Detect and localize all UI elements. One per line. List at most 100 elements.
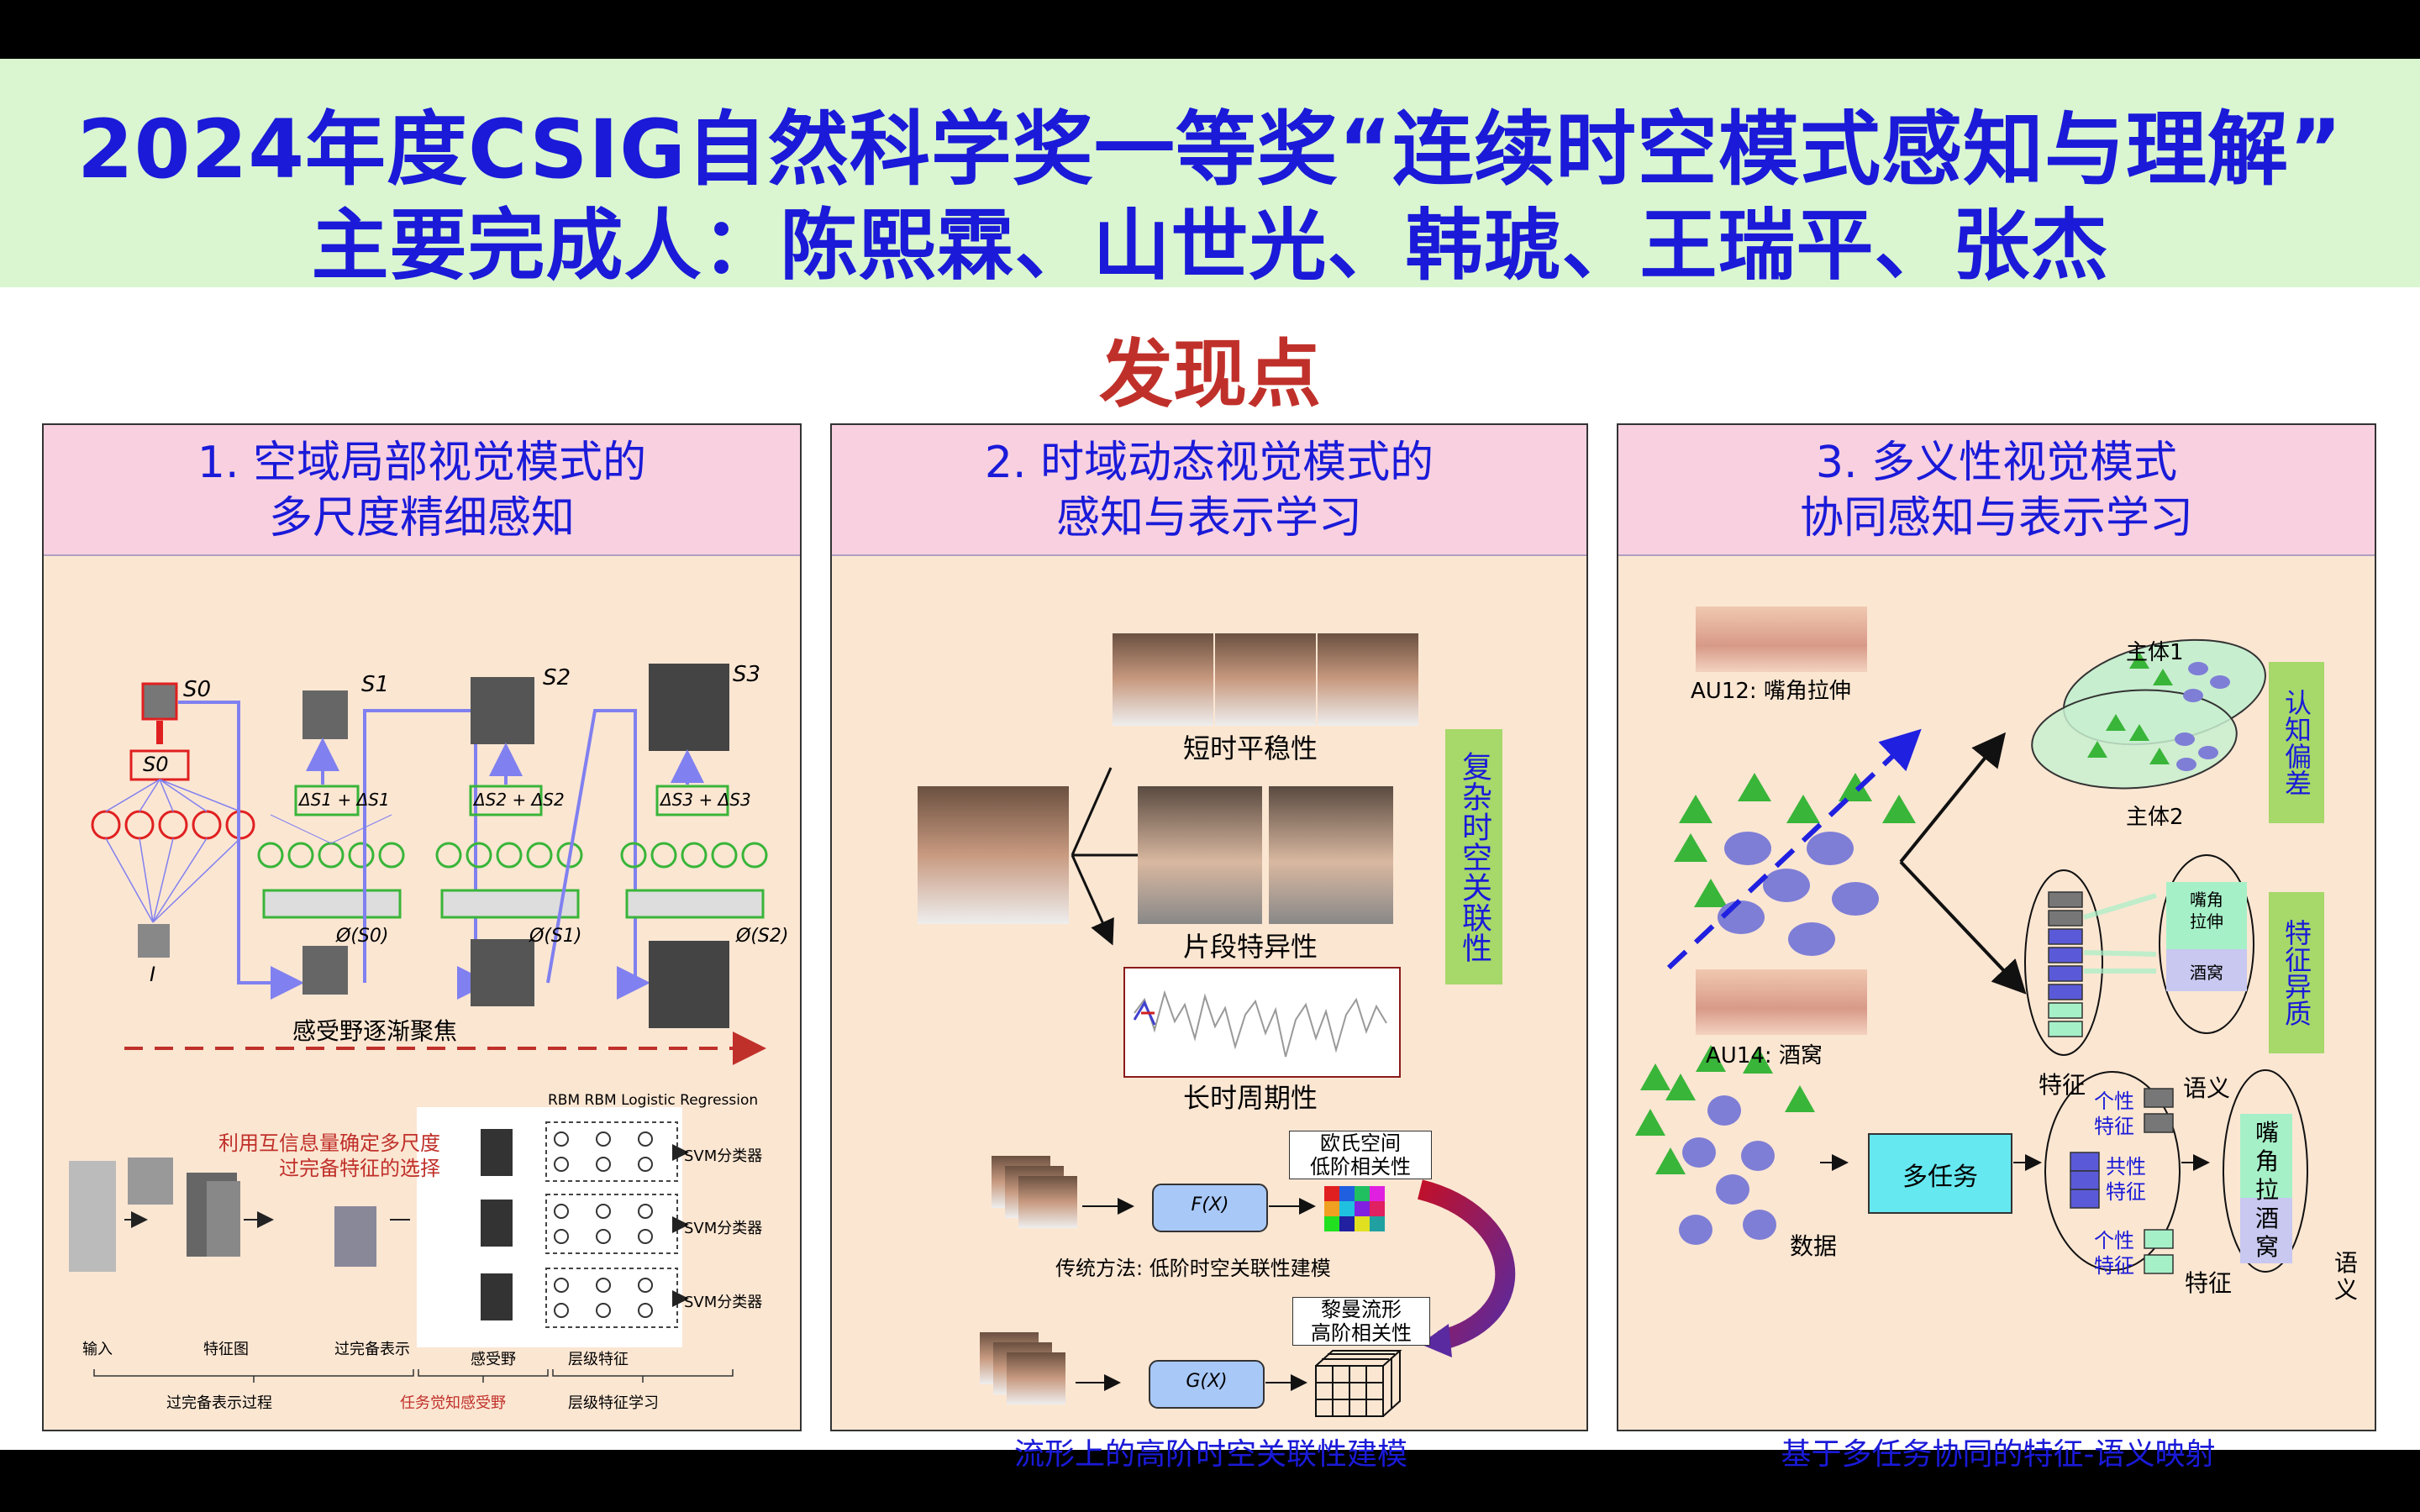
feat-mouth-label: 嘴角 拉伸: [2166, 889, 2247, 932]
overcomplete-rep: [334, 1206, 376, 1267]
award-title: 2024年度CSIG自然科学奖一等奖“连续时空模式感知与理解”: [76, 102, 2344, 197]
au12-image: [1696, 606, 1867, 672]
short-frame-1: [1113, 633, 1213, 726]
input-i-label: I: [150, 963, 156, 986]
ellipses-top: [1718, 832, 1879, 956]
cascade-diagram: [69, 664, 768, 1383]
feature-label: 特征: [2039, 1071, 2086, 1099]
indiv-top-line1: 个性: [2094, 1089, 2134, 1113]
panel-1-title-line2: 多尺度精细感知: [268, 493, 575, 543]
face-s2-in: [471, 939, 534, 1006]
contributors-line: 主要完成人：陈熙霖、山世光、韩琥、王瑞平、张杰: [311, 201, 2109, 291]
svm-3: SVM分类器: [684, 1294, 763, 1311]
riem-line1: 黎曼流形: [1321, 1298, 1402, 1321]
multitask-box: [1868, 1133, 2012, 1214]
stage-3-label: 层级特征学习: [568, 1394, 659, 1412]
mi-note-line2: 过完备特征的选择: [279, 1157, 440, 1180]
riemann-box: 黎曼流形 高阶相关性: [1292, 1297, 1430, 1346]
face-s1: [302, 690, 348, 739]
source-frame: [918, 786, 1069, 924]
feat-mouth-line1: 嘴角: [2190, 890, 2223, 910]
face-s1-in: [302, 946, 348, 995]
net-lines-0: [105, 779, 241, 923]
face-s3: [649, 664, 729, 751]
input-label: 输入: [82, 1341, 113, 1358]
euclid-line2: 低阶相关性: [1310, 1155, 1411, 1179]
overcomplete-label: 过完备表示: [334, 1341, 410, 1358]
multitask-label: 多任务: [1902, 1163, 1978, 1192]
flow-arrow-0: [178, 701, 304, 1000]
panel-1-title-line1: 1. 空域局部视觉模式的: [197, 438, 647, 488]
signal-curve: [1134, 990, 1387, 1058]
subject2-label: 主体2: [2126, 805, 2184, 830]
panel-temporal: 2. 时域动态视觉模式的 感知与表示学习: [830, 423, 1588, 1472]
filter-bank: [128, 1158, 173, 1205]
brace-3: [552, 1369, 734, 1383]
au12-label: AU12: 嘴角拉伸: [1691, 679, 1851, 704]
subject1-label: 主体1: [2126, 640, 2184, 665]
rbm-label: RBM RBM Logistic Regression: [548, 1092, 759, 1109]
riem-line2: 高阶相关性: [1311, 1321, 1412, 1345]
semantic-label: 语义: [2183, 1074, 2231, 1102]
semantic-mouth: [2166, 882, 2247, 949]
delta-2: ΔS2 + ΔS2: [474, 790, 565, 810]
brace-1: [93, 1369, 414, 1383]
feature-ellipse: [2024, 869, 2103, 1056]
fx-label: F(X): [1191, 1194, 1229, 1215]
euclid-matrix: [1324, 1186, 1385, 1231]
manifold-caption: 流形上的高阶时空关联性建模: [1013, 1437, 1407, 1472]
delta-1: ΔS1 + ΔS1: [299, 790, 390, 810]
dimple-label: 酒窝: [2190, 963, 2223, 983]
blue-dashed-arrow: [1666, 728, 1922, 970]
segment-face-1: [1138, 786, 1262, 924]
red-neurons: [91, 810, 255, 840]
input-face: [138, 924, 170, 958]
euclid-box: 欧氏空间 低阶相关性: [1289, 1131, 1432, 1179]
panel-1-title: 1. 空域局部视觉模式的 多尺度精细感知: [44, 425, 800, 556]
mi-note-line1: 利用互信息量确定多尺度: [218, 1131, 440, 1155]
sem-char-2: 角: [2254, 1147, 2279, 1175]
complex-correlation-label: 复杂时空关联性: [1445, 729, 1502, 984]
s3-label: S3: [733, 662, 761, 687]
euclid-line1: 欧氏空间: [1320, 1131, 1401, 1155]
field-label: 感受野: [471, 1351, 516, 1368]
feat-mouth-line2: 拉伸: [2190, 911, 2223, 932]
long-label: 长时周期性: [1183, 1082, 1318, 1114]
traditional-label: 传统方法: 低阶时空关联性建模: [1055, 1257, 1331, 1280]
input-patch: [69, 1161, 116, 1272]
face-thumb: [141, 682, 178, 721]
panel-3-title-line1: 3. 多义性视觉模式: [1815, 438, 2178, 488]
semantic-ellipse: [2159, 854, 2254, 1034]
mi-note: 利用互信息量确定多尺度 过完备特征的选择: [188, 1131, 440, 1181]
triangles-bottom: [1635, 1045, 1815, 1174]
stage-1-label: 过完备表示过程: [166, 1394, 272, 1412]
indiv-top-label: 个性 特征: [2094, 1089, 2134, 1139]
s0-box-label: S0: [143, 753, 169, 776]
common-label: 共性 特征: [2106, 1154, 2146, 1205]
feature-stack: [2048, 891, 2083, 1037]
panel-3-title: 3. 多义性视觉模式 协同感知与表示学习: [1618, 425, 2375, 556]
indiv-top-line2: 特征: [2094, 1115, 2134, 1138]
ellipses-bottom: [1679, 1095, 1776, 1245]
stage-3: [620, 664, 768, 1028]
title-banner: 2024年度CSIG自然科学奖一等奖“连续时空模式感知与理解” 主要完成人：陈熙…: [0, 59, 2420, 291]
slide: 2024年度CSIG自然科学奖一等奖“连续时空模式感知与理解” 主要完成人：陈熙…: [0, 59, 2420, 1472]
brace-2: [418, 1369, 549, 1383]
delta-3: ΔS3 + ΔS3: [660, 790, 751, 810]
panel-2-title-line2: 感知与表示学习: [1055, 493, 1362, 543]
rbm-block: [417, 1107, 682, 1347]
short-label: 短时平稳性: [1183, 732, 1318, 764]
multitask-caption: 基于多任务协同的特征-语义映射: [1781, 1437, 2216, 1472]
bottom-semantic-label: 语义: [2334, 1249, 2359, 1304]
segment-label: 片段特异性: [1183, 931, 1318, 963]
svm-2: SVM分类器: [684, 1220, 763, 1237]
short-frame-2: [1215, 633, 1316, 726]
cognitive-bias-label: 认知偏差: [2269, 662, 2324, 823]
triangles-top: [1674, 773, 1916, 907]
bottom-semantic-ellipse: [2223, 1069, 2308, 1273]
stage-2: [435, 677, 650, 1006]
common-line2: 特征: [2106, 1180, 2146, 1204]
stage-2-label: 任务觉知感受野: [400, 1394, 506, 1412]
section-title: 发现点: [1098, 331, 1321, 417]
face-s3-in: [649, 941, 729, 1028]
